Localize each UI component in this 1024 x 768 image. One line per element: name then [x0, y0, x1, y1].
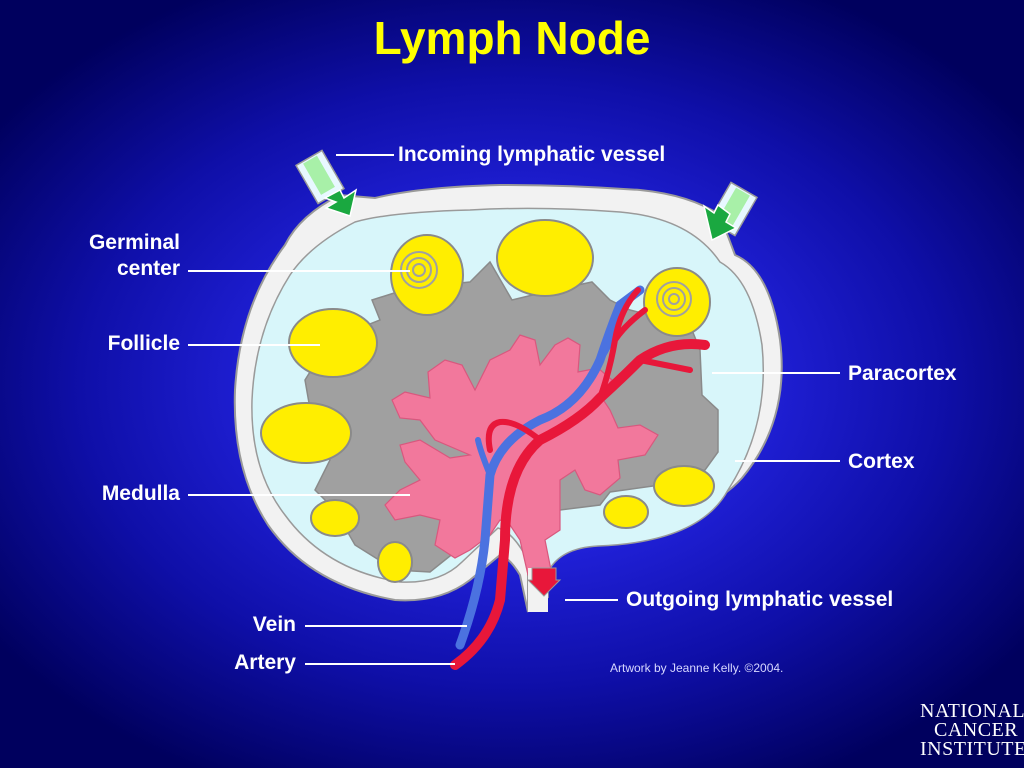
nci-logo: NATIONAL CANCER INSTITUTE: [920, 700, 1024, 764]
artwork-credit: Artwork by Jeanne Kelly. ©2004.: [610, 661, 784, 675]
label-medulla: Medulla: [101, 482, 180, 505]
incoming-valve-arrow-left: [323, 188, 358, 217]
label-incoming-lymphatic-vessel: Incoming lymphatic vessel: [398, 143, 666, 166]
vein: [455, 285, 645, 650]
label-paracortex: Paracortex: [848, 362, 957, 385]
incoming-vessel-left-lumen: [303, 155, 335, 195]
label-germinal-line2: center: [116, 257, 180, 280]
leader-lines: [188, 154, 840, 665]
germinal-center: [656, 281, 692, 317]
follicle: [377, 541, 413, 583]
label-cortex: Cortex: [848, 450, 915, 473]
logo-line-1: NATIONAL: [920, 700, 1024, 722]
label-germinal-line1: Germinal: [88, 231, 180, 254]
logo-line-2: CANCER: [934, 719, 1019, 741]
follicle: [603, 495, 649, 529]
follicle: [288, 308, 378, 378]
follicle: [653, 465, 715, 507]
artery-branch: [485, 287, 693, 453]
follicle: [310, 499, 360, 537]
label-follicle: Follicle: [107, 332, 180, 355]
follicle: [260, 402, 352, 464]
outgoing-arrow: [526, 567, 562, 597]
follicle: [496, 219, 594, 297]
incoming-valve-arrow-right: [702, 203, 738, 242]
page-title: Lymph Node: [373, 12, 651, 64]
label-vein: Vein: [252, 613, 296, 636]
logo-line-3: INSTITUTE: [920, 738, 1024, 760]
label-germinal-center: Germinal center: [40, 230, 180, 282]
label-artery: Artery: [234, 651, 296, 674]
label-outgoing-lymphatic-vessel: Outgoing lymphatic vessel: [626, 588, 894, 611]
